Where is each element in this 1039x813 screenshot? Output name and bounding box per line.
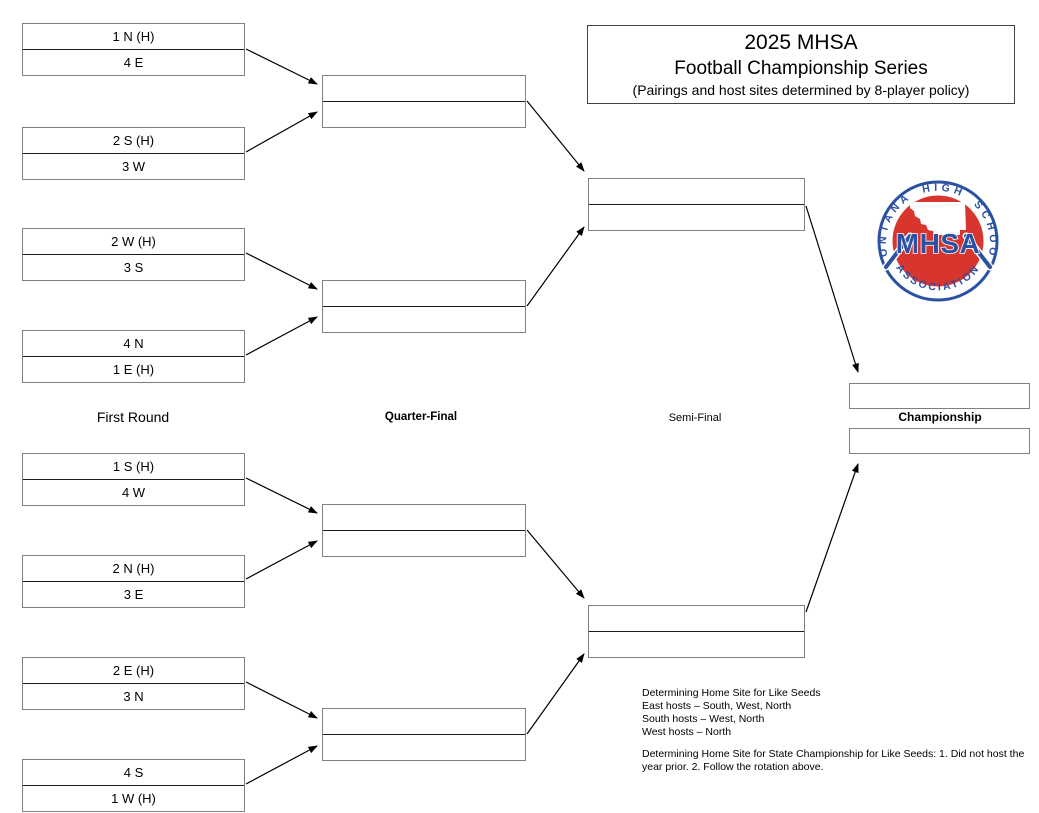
connector-arrow (245, 316, 318, 356)
first-round-match-3: 2 W (H) 3 S (22, 228, 245, 281)
first-round-match-4: 4 N 1 E (H) (22, 330, 245, 383)
logo-mountain-stroke-left (884, 234, 912, 269)
team-slot-bottom: 3 N (23, 683, 244, 709)
quarter-final-match-4 (322, 708, 526, 761)
logo-mountain-stroke-right (964, 234, 992, 269)
montana-state-shape (910, 202, 966, 235)
round-label-quarter-final: Quarter-Final (384, 411, 458, 423)
connector-arrow (526, 653, 585, 735)
team-slot-top: 2 N (H) (112, 561, 155, 576)
team-slot-bottom: 4 W (23, 479, 244, 505)
team-slot-bottom: 3 W (23, 153, 244, 179)
connector-arrow (805, 463, 859, 613)
empty-slot-top (323, 709, 525, 734)
first-round-match-7: 2 E (H) 3 N (22, 657, 245, 710)
first-round-match-5: 1 S (H) 4 W (22, 453, 245, 506)
connector-arrow (805, 205, 859, 373)
connector-arrow (245, 111, 318, 153)
team-slot-bottom: 3 S (23, 254, 244, 280)
title-line-3: (Pairings and host sites determined by 8… (632, 82, 970, 98)
team-slot-top: 4 S (123, 765, 144, 780)
team-slot-bottom: 1 E (H) (23, 356, 244, 382)
quarter-final-match-1 (322, 75, 526, 128)
first-round-match-1: 1 N (H) 4 E (22, 23, 245, 76)
empty-slot-top (323, 281, 525, 306)
quarter-final-match-3 (322, 504, 526, 557)
mhsa-logo: MONTANA HIGH SCHOOL ASSOCIATION MHSA (877, 180, 999, 302)
connector-arrow (245, 48, 318, 85)
quarter-final-match-2 (322, 280, 526, 333)
empty-slot-top (323, 76, 525, 101)
connector-arrow (245, 252, 318, 290)
semi-final-match-1 (588, 178, 805, 231)
empty-slot-bottom (323, 306, 525, 332)
round-label-championship: Championship (898, 410, 982, 424)
team-slot-top: 4 N (123, 336, 144, 351)
team-slot-bottom: 1 W (H) (23, 785, 244, 811)
empty-slot-top (589, 606, 804, 631)
team-slot-bottom: 4 E (23, 49, 244, 75)
connector-arrow (526, 226, 585, 307)
empty-slot-top (323, 505, 525, 530)
round-label-first-round: First Round (96, 409, 170, 425)
round-label-semi-final: Semi-Final (668, 412, 722, 424)
team-slot-top: 2 W (H) (111, 234, 156, 249)
empty-slot-bottom (589, 631, 804, 657)
connector-arrow (245, 477, 318, 514)
connector-arrow (245, 745, 318, 785)
logo-acronym-text: MHSA (896, 228, 980, 259)
south-hosts-line: South hosts – West, North (642, 713, 765, 725)
team-slot-top: 2 S (H) (112, 133, 155, 148)
empty-slot-bottom (323, 101, 525, 127)
team-slot-top: 1 N (H) (112, 29, 155, 44)
empty-slot-bottom (323, 530, 525, 556)
connector-arrow (245, 540, 318, 580)
championship-slot-top (849, 383, 1030, 409)
championship-slot-bottom (849, 428, 1030, 454)
first-round-match-2: 2 S (H) 3 W (22, 127, 245, 180)
connector-arrow (245, 681, 318, 719)
empty-slot-bottom (589, 204, 804, 230)
east-hosts-line: East hosts – South, West, North (642, 700, 792, 712)
team-slot-top: 1 S (H) (112, 459, 155, 474)
first-round-match-8: 4 S 1 W (H) (22, 759, 245, 812)
semi-final-match-2 (588, 605, 805, 658)
home-site-notes: Determining Home Site for Like Seeds Eas… (642, 687, 1026, 774)
title-box: 2025 MHSA Football Championship Series (… (587, 25, 1015, 104)
connector-arrow (526, 100, 585, 172)
connector-arrow (526, 529, 585, 599)
empty-slot-top (589, 179, 804, 204)
title-line-2: Football Championship Series (674, 58, 928, 79)
team-slot-top: 2 E (H) (112, 663, 155, 678)
first-round-match-6: 2 N (H) 3 E (22, 555, 245, 608)
empty-slot-bottom (323, 734, 525, 760)
west-hosts-line: West hosts – North (642, 726, 732, 738)
team-slot-bottom: 3 E (23, 581, 244, 607)
state-championship-note: Determining Home Site for State Champion… (642, 748, 1025, 773)
like-seeds-heading: Determining Home Site for Like Seeds (642, 687, 821, 699)
title-line-1: 2025 MHSA (744, 31, 858, 54)
